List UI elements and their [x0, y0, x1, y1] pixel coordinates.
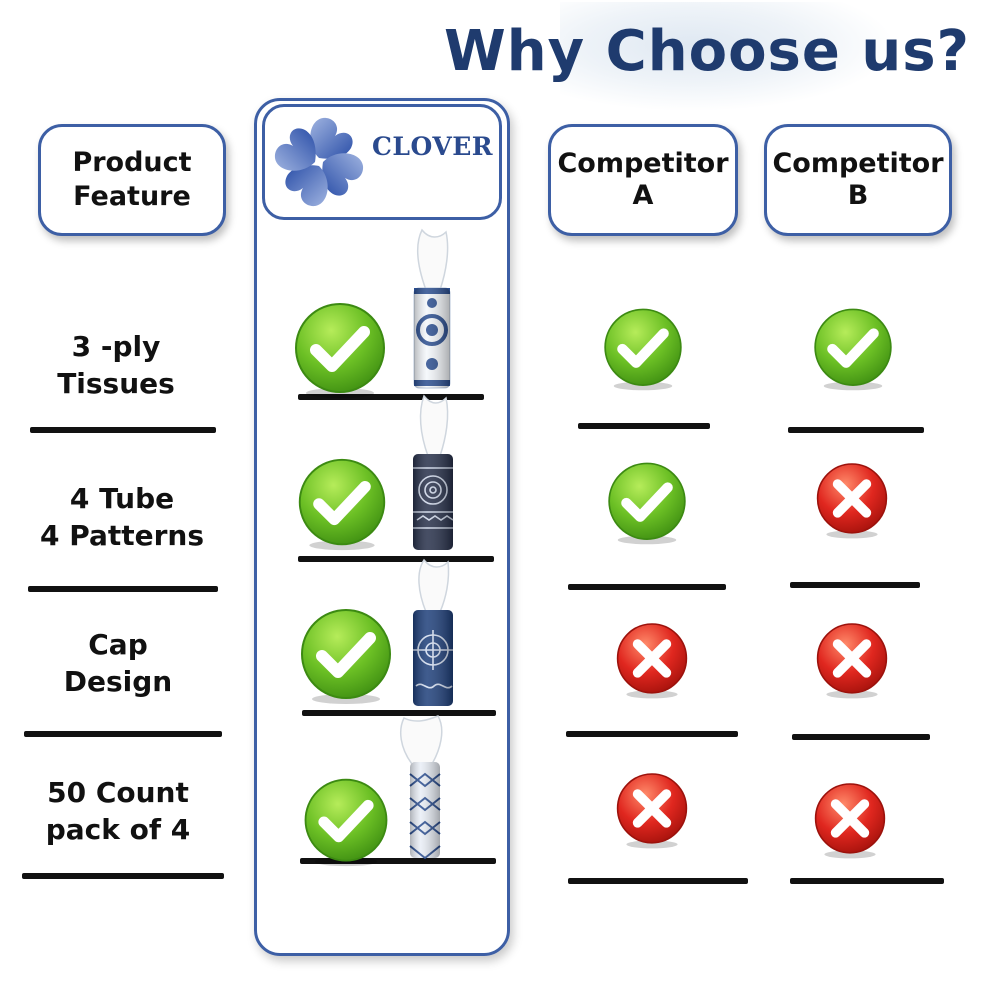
title-background: [560, 2, 890, 110]
feature-row2-line2: 4 Patterns: [39, 519, 205, 552]
feature-label-row1: 3 -ply Tissues: [16, 328, 216, 402]
header-competitor-b-line1: Competitor: [772, 148, 944, 179]
divider-competitor-b-row3: [792, 734, 930, 740]
feature-row4-line1: 50 Count: [47, 776, 189, 809]
divider-competitor-a-row4: [568, 878, 748, 884]
page-title: Why Choose us?: [444, 19, 971, 84]
divider-feature-row4: [22, 873, 224, 879]
feature-row1-line2: Tissues: [57, 367, 175, 400]
feature-label-row3: Cap Design: [18, 626, 218, 700]
divider-competitor-a-row1: [578, 423, 710, 429]
brand-name: CLOVER: [372, 132, 494, 161]
feature-row1-line1: 3 -ply: [71, 330, 161, 363]
divider-clover-row1: [298, 394, 484, 400]
divider-clover-row3: [302, 710, 496, 716]
feature-row2-line1: 4 Tube: [69, 482, 175, 515]
clover-leaf-icon: [274, 117, 364, 207]
header-competitor-a-line1: Competitor: [557, 148, 729, 179]
cross-circle-icon: [810, 780, 890, 860]
divider-feature-row2: [28, 586, 218, 592]
header-competitor-b: Competitor B: [764, 124, 952, 236]
check-circle-icon: [296, 606, 396, 706]
tissue-tube-white-image: [413, 228, 451, 389]
feature-label-row2: 4 Tube 4 Patterns: [22, 480, 222, 554]
tissue-tube-blue-image: [413, 558, 453, 706]
cross-circle-icon: [612, 770, 692, 850]
header-feature-line2: Feature: [73, 181, 191, 212]
header-competitor-a-line2: A: [632, 180, 654, 211]
divider-clover-row2: [298, 556, 494, 562]
feature-row4-line2: pack of 4: [45, 813, 191, 846]
check-circle-icon: [810, 306, 896, 392]
divider-feature-row1: [30, 427, 216, 433]
check-circle-icon: [290, 300, 390, 400]
divider-competitor-b-row1: [788, 427, 924, 433]
divider-competitor-b-row2: [790, 582, 920, 588]
header-feature-line1: Product: [72, 147, 192, 178]
check-circle-icon: [604, 460, 690, 546]
feature-row3-line2: Design: [63, 665, 173, 698]
divider-competitor-b-row4: [790, 878, 944, 884]
divider-clover-row4: [300, 858, 496, 864]
check-circle-icon: [294, 456, 390, 552]
divider-competitor-a-row2: [568, 584, 726, 590]
clover-column: [254, 98, 510, 956]
tissue-tube-dark-image: [413, 394, 454, 550]
feature-row3-line1: Cap: [88, 628, 148, 661]
feature-label-row4: 50 Count pack of 4: [18, 774, 218, 848]
divider-competitor-a-row3: [566, 731, 738, 737]
check-circle-icon: [600, 306, 686, 392]
cross-circle-icon: [612, 620, 692, 700]
header-competitor-a: Competitor A: [548, 124, 738, 236]
cross-circle-icon: [812, 460, 892, 540]
header-product-feature: Product Feature: [38, 124, 226, 236]
divider-feature-row3: [24, 731, 222, 737]
check-circle-icon: [300, 776, 392, 868]
tissue-tube-pattern-image: [399, 715, 443, 860]
cross-circle-icon: [812, 620, 892, 700]
header-competitor-b-line2: B: [847, 180, 869, 211]
